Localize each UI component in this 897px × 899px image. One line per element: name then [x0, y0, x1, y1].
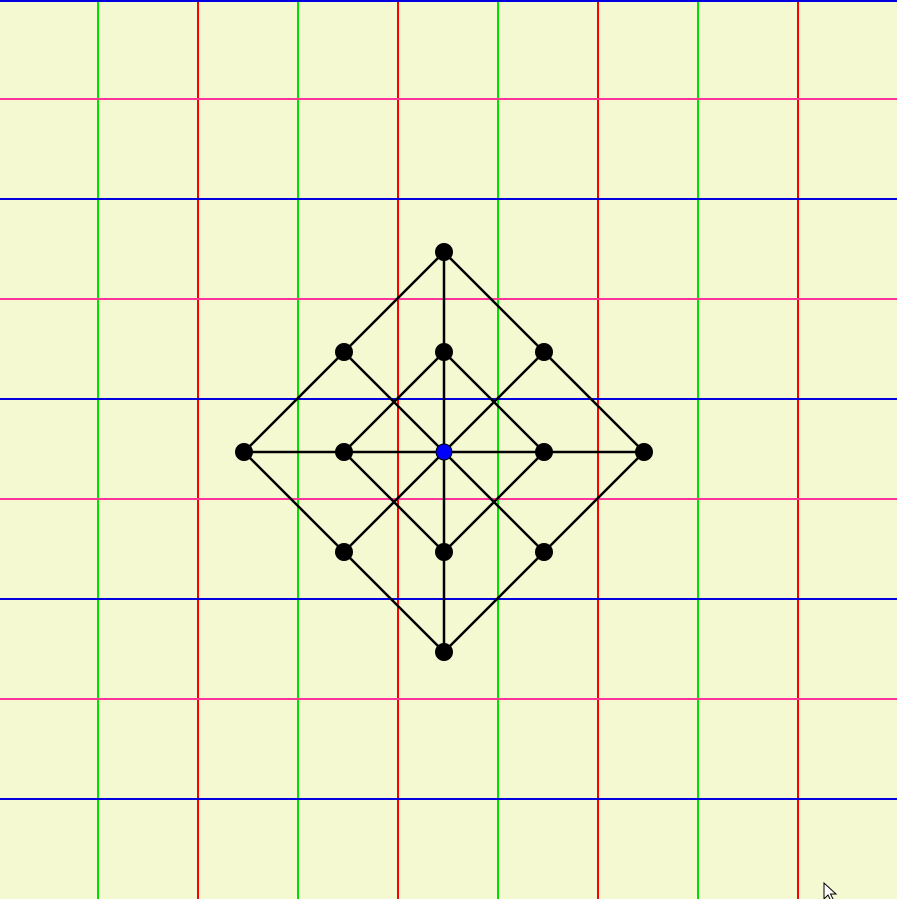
node-lower-center[interactable]: [435, 543, 453, 561]
node-far-right[interactable]: [635, 443, 653, 461]
node-inner-right[interactable]: [535, 443, 553, 461]
node-bottom[interactable]: [435, 643, 453, 661]
node-top[interactable]: [435, 243, 453, 261]
node-center[interactable]: [435, 443, 453, 461]
node-inner-left[interactable]: [335, 443, 353, 461]
node-upper-center[interactable]: [435, 343, 453, 361]
board-nodes[interactable]: [235, 243, 653, 661]
node-upper-left[interactable]: [335, 343, 353, 361]
node-upper-right[interactable]: [535, 343, 553, 361]
node-lower-left[interactable]: [335, 543, 353, 561]
node-far-left[interactable]: [235, 443, 253, 461]
node-lower-right[interactable]: [535, 543, 553, 561]
